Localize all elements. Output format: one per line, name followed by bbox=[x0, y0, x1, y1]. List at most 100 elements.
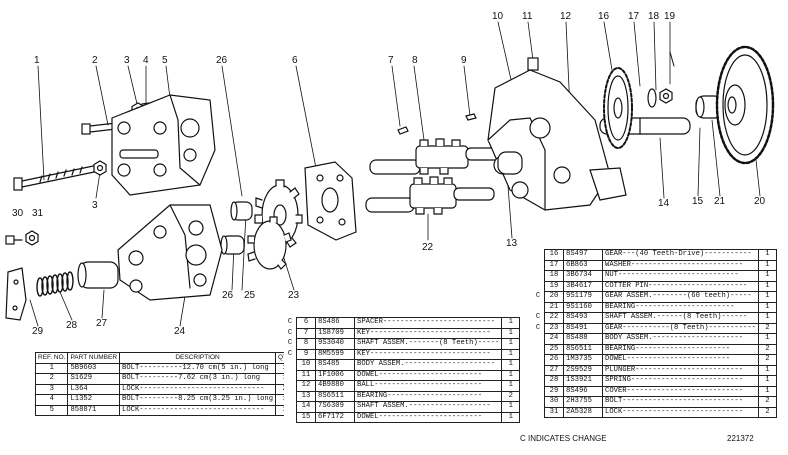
qty: 1 bbox=[757, 270, 777, 282]
part-number: 8S485 bbox=[315, 359, 355, 371]
qty: 1 bbox=[757, 385, 777, 397]
callout-14: 14 bbox=[658, 198, 670, 209]
qty: 1 bbox=[501, 338, 521, 350]
change-flag bbox=[532, 344, 545, 355]
ref-no: 1 bbox=[34, 362, 69, 374]
washer bbox=[647, 88, 657, 108]
description: BOLT----------12.70 cm(5 in.) long bbox=[119, 362, 277, 374]
description: BOLT---------7.62 cm(3 in.) long bbox=[119, 373, 277, 385]
spur-gear-lower bbox=[247, 216, 292, 270]
ref-no: 18 bbox=[544, 270, 564, 282]
ref-no: 13 bbox=[296, 390, 316, 402]
callout-29: 29 bbox=[32, 326, 44, 337]
description: GEAR---(40 Teeth-Drive)----------- bbox=[602, 249, 759, 261]
ref-no: 11 bbox=[296, 369, 316, 381]
part-number: 1S8709 bbox=[315, 327, 355, 339]
part-number: S1629 bbox=[67, 373, 121, 385]
part-number: 8S491 bbox=[563, 322, 603, 334]
description: BEARING---------------------- bbox=[353, 390, 503, 402]
callout-5: 5 bbox=[162, 55, 168, 66]
change-flag bbox=[532, 355, 545, 366]
callout-1: 1 bbox=[34, 55, 40, 66]
description: LOCK---------------------------- bbox=[602, 406, 759, 418]
part-number: 8S497 bbox=[563, 249, 603, 261]
description: GEAR ASSEM.--------(60 teeth)----- bbox=[602, 291, 759, 303]
part-number: 9S1160 bbox=[563, 301, 603, 313]
ref-no: 17 bbox=[544, 259, 564, 271]
description: DOWEL------------------------ bbox=[353, 369, 503, 381]
header-part-number: PART NUMBER bbox=[67, 352, 121, 364]
ref-no: 3 bbox=[34, 383, 69, 395]
description: DOWEL------------------------ bbox=[353, 411, 503, 423]
part-number: 8S6511 bbox=[315, 390, 355, 402]
small-bolt bbox=[5, 235, 23, 245]
ref-no: 16 bbox=[544, 249, 564, 261]
drive-gear bbox=[603, 67, 633, 149]
qty: 1 bbox=[501, 317, 521, 329]
ref-no: 5 bbox=[34, 404, 69, 416]
ref-no: 4 bbox=[34, 394, 69, 406]
part-number: 2A5328 bbox=[563, 406, 603, 418]
qty: 1 bbox=[757, 291, 777, 303]
part-number: 9S3040 bbox=[315, 338, 355, 350]
callout-26-top: 26 bbox=[216, 55, 228, 66]
key-upper bbox=[397, 126, 409, 135]
pump-cover bbox=[111, 94, 216, 196]
description: DOWEL------------------------ bbox=[602, 354, 759, 366]
change-flag: C bbox=[535, 323, 541, 332]
header-ref-no: REF. NO. bbox=[34, 352, 69, 364]
plunger bbox=[77, 261, 119, 289]
callout-30: 30 bbox=[12, 208, 24, 219]
ref-no: 29 bbox=[544, 385, 564, 397]
spring bbox=[36, 271, 74, 297]
ref-no: 10 bbox=[296, 359, 316, 371]
parts-table-left: REF. NO. PART NUMBER DESCRIPTION QTY 15B… bbox=[34, 352, 295, 416]
part-number: 8M5599 bbox=[315, 348, 355, 360]
qty: 1 bbox=[757, 312, 777, 324]
change-flag: C bbox=[287, 328, 293, 337]
qty: 2 bbox=[757, 343, 777, 355]
change-flag bbox=[532, 334, 545, 345]
ref-no: 31 bbox=[544, 406, 564, 418]
change-flag bbox=[532, 397, 545, 408]
callout-13: 13 bbox=[506, 238, 518, 249]
qty: 2 bbox=[757, 322, 777, 334]
ref-no: 28 bbox=[544, 375, 564, 387]
callout-15: 15 bbox=[692, 196, 704, 207]
qty: 1 bbox=[757, 259, 777, 271]
ref-no: 24 bbox=[544, 333, 564, 345]
bearing-13 bbox=[497, 151, 523, 175]
ref-no: 26 bbox=[544, 354, 564, 366]
description: COTTER PIN----------------------- bbox=[602, 280, 759, 292]
change-flag bbox=[532, 260, 545, 271]
callout-16: 16 bbox=[598, 11, 610, 22]
ref-no: 20 bbox=[544, 291, 564, 303]
shaft-assembly-upper bbox=[369, 138, 507, 175]
shaft-assembly-lower bbox=[365, 176, 495, 215]
part-number: 9S1179 bbox=[563, 291, 603, 303]
qty: 1 bbox=[757, 249, 777, 261]
callout-4: 4 bbox=[143, 55, 149, 66]
description: BEARING----------------------- bbox=[602, 301, 759, 313]
part-number: 6F7172 bbox=[315, 411, 355, 423]
description: BEARING---------------------- bbox=[602, 343, 759, 355]
ref-no: 21 bbox=[544, 301, 564, 313]
callout-2: 2 bbox=[92, 55, 98, 66]
qty: 1 bbox=[757, 280, 777, 292]
change-flag: C bbox=[287, 318, 293, 327]
change-flag bbox=[532, 271, 545, 282]
part-number: 5B9603 bbox=[67, 362, 121, 374]
callout-8: 8 bbox=[412, 55, 418, 66]
callout-19: 19 bbox=[664, 11, 676, 22]
